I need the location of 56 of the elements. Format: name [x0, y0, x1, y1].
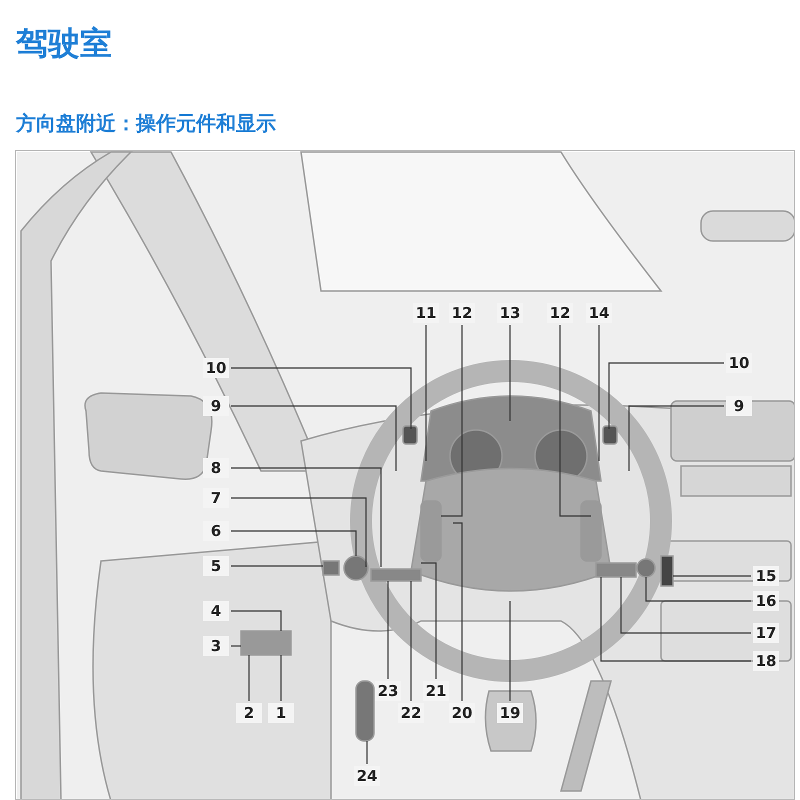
leader-line — [421, 562, 437, 679]
callout-number: 10 — [203, 358, 229, 378]
callout-number: 22 — [398, 703, 424, 723]
leader-line — [231, 530, 357, 556]
leader-line — [231, 610, 282, 631]
callout-number: 6 — [203, 521, 229, 541]
callout-number: 23 — [375, 681, 401, 701]
leader-line — [620, 577, 751, 634]
leader-line — [425, 325, 427, 461]
leader-line — [559, 325, 591, 517]
leader-line — [608, 362, 724, 429]
leader-line — [509, 601, 511, 701]
callout-number: 9 — [726, 396, 752, 416]
page-title: 驾驶室 — [16, 23, 112, 64]
callout-number: 8 — [203, 458, 229, 478]
callout-number: 24 — [354, 766, 380, 786]
section-heading: 方向盘附近：操作元件和显示 — [16, 110, 276, 137]
callout-number: 4 — [203, 601, 229, 621]
callout-number: 12 — [547, 303, 573, 323]
leader-line — [366, 741, 368, 764]
callout-number: 21 — [423, 681, 449, 701]
leader-line — [509, 325, 511, 421]
leader-line — [598, 325, 600, 461]
leader-line — [231, 467, 382, 567]
leader-line — [231, 405, 397, 471]
callout-number: 7 — [203, 488, 229, 508]
callout-number: 2 — [236, 703, 262, 723]
callout-number: 16 — [753, 591, 779, 611]
callout-number: 5 — [203, 556, 229, 576]
callout-number: 13 — [497, 303, 523, 323]
leader-line — [231, 645, 241, 647]
leader-line — [231, 497, 367, 567]
callout-number: 19 — [497, 703, 523, 723]
leader-line — [673, 575, 751, 577]
leader-line — [600, 577, 751, 662]
callout-number: 9 — [203, 396, 229, 416]
callout-number: 12 — [449, 303, 475, 323]
leader-line — [410, 581, 412, 701]
callout-number: 3 — [203, 636, 229, 656]
leader-line — [645, 577, 751, 602]
leader-line — [231, 565, 323, 567]
leader-line — [248, 655, 250, 701]
leader-line — [387, 581, 389, 679]
callout-number: 18 — [753, 651, 779, 671]
callout-number: 20 — [449, 703, 475, 723]
leader-line — [231, 367, 412, 429]
callout-number: 17 — [753, 623, 779, 643]
callout-number: 11 — [413, 303, 439, 323]
leader-line — [628, 405, 724, 471]
leader-line — [441, 325, 463, 517]
leader-line — [280, 655, 282, 701]
callout-number: 10 — [726, 353, 752, 373]
callout-number: 14 — [586, 303, 612, 323]
leader-line — [453, 522, 463, 701]
callout-number: 15 — [753, 566, 779, 586]
callout-number: 1 — [268, 703, 294, 723]
